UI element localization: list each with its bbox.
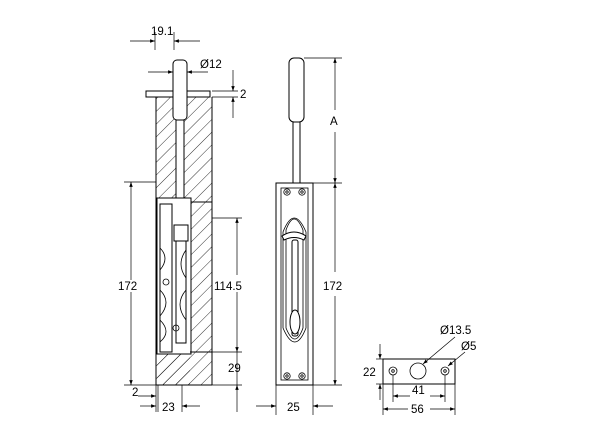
label-top-width: 19.1	[151, 26, 173, 38]
label-plate-thickness: 2	[240, 89, 246, 101]
label-height-right: 172	[323, 281, 342, 293]
dim-strike-width: 56	[382, 384, 456, 416]
dim-top-width: 19.1	[130, 26, 200, 50]
front-view	[275, 57, 314, 386]
dim-height-left: 172	[118, 181, 156, 386]
dim-strike-height: 22	[363, 344, 383, 400]
slider-block	[173, 224, 189, 242]
front-handle	[281, 231, 307, 241]
strike-hole-center	[409, 362, 427, 380]
dim-plate-thickness: 2	[212, 70, 246, 118]
side-section-view	[145, 59, 213, 386]
bolt-rod-top	[172, 59, 188, 121]
dim-depth: 23	[140, 385, 200, 414]
dim-rod-diameter: Ø12	[148, 59, 222, 74]
front-rod-knob	[288, 57, 305, 123]
front-screw-holes	[283, 188, 306, 380]
label-travel: A	[330, 116, 338, 128]
leaders-holes: Ø13.5 Ø5	[422, 325, 476, 367]
dim-edge-offset: 2	[132, 385, 159, 412]
label-plate-width: 25	[287, 402, 300, 414]
label-slot-height: 114.5	[214, 281, 242, 293]
dim-slot-height: 114.5	[212, 217, 242, 353]
label-height-left: 172	[118, 281, 137, 293]
label-edge-offset: 2	[132, 387, 138, 399]
dim-travel: A	[304, 57, 342, 184]
dim-bottom-offset: 29	[212, 352, 242, 412]
strike-plate-view	[382, 358, 456, 385]
label-strike-height: 22	[363, 367, 376, 379]
dim-plate-width: 25	[256, 385, 333, 415]
dim-strike-hole-spacing: 41	[392, 375, 446, 402]
label-rod-diameter: Ø12	[200, 59, 222, 71]
front-slot	[285, 218, 304, 340]
front-rod	[292, 121, 301, 185]
label-strike-hole-spacing: 41	[412, 385, 425, 397]
label-bottom-offset: 29	[228, 363, 241, 375]
label-depth: 23	[162, 402, 175, 414]
label-hole-large: Ø13.5	[440, 325, 471, 337]
label-hole-small: Ø5	[461, 341, 476, 353]
label-strike-width: 56	[411, 404, 424, 416]
dim-height-right: 172	[313, 183, 342, 386]
